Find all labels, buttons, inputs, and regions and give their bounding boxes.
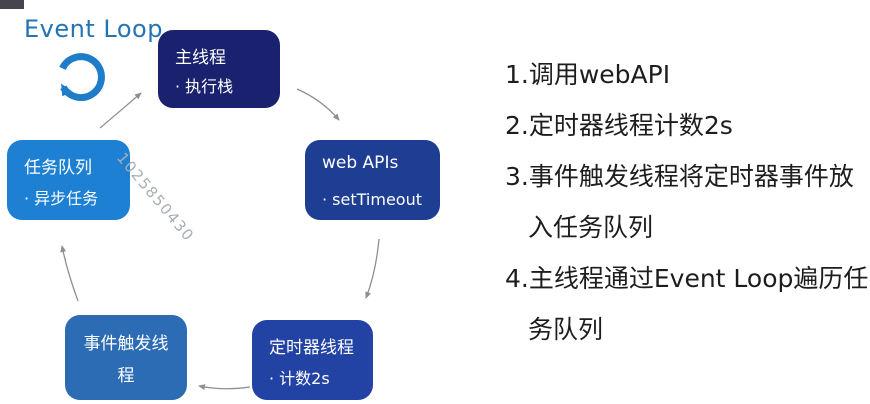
- step-number: 4.: [505, 264, 529, 293]
- node-bullet: · 执行栈: [175, 77, 234, 96]
- step-text: 调用webAPI: [528, 60, 671, 89]
- step-line: 3.事件触发线程将定时器事件放: [505, 151, 868, 202]
- node-timer-thread: 定时器线程 · 计数2s: [252, 320, 373, 400]
- step-text: 事件触发线程将定时器事件放: [528, 162, 854, 191]
- step-line: 1.调用webAPI: [505, 49, 868, 100]
- node-event-trigger-thread: 事件触发线程: [65, 315, 187, 400]
- step-line-continuation: 务队列: [505, 304, 868, 355]
- arrow-event-trigger-to-task-queue: [60, 245, 79, 302]
- step-line: 2.定时器线程计数2s: [505, 100, 868, 151]
- node-bullet: · 异步任务: [24, 189, 99, 208]
- step-text: 务队列: [528, 315, 604, 344]
- step-number: 2.: [505, 111, 529, 140]
- diagram-title: Event Loop: [24, 15, 163, 43]
- node-web-apis: web APIs · setTimeout: [305, 140, 440, 220]
- corner-fragment: [0, 0, 24, 9]
- node-title: web APIs: [322, 153, 399, 173]
- node-title: 主线程: [175, 48, 226, 68]
- node-title: 事件触发线程: [83, 334, 169, 386]
- step-text: 入任务队列: [528, 213, 654, 242]
- node-bullet: · 计数2s: [269, 369, 330, 388]
- node-task-queue: 任务队列 · 异步任务: [7, 140, 130, 220]
- step-line: 4.主线程通过Event Loop遍历任: [505, 253, 868, 304]
- step-text: 主线程通过Event Loop遍历任: [528, 264, 869, 293]
- arrow-main-thread-to-web-apis: [296, 88, 340, 121]
- step-text: 定时器线程计数2s: [528, 111, 733, 140]
- step-number: 1.: [505, 60, 529, 89]
- arrow-timer-thread-to-event-trigger: [198, 384, 251, 391]
- node-title: 任务队列: [24, 158, 92, 178]
- step-number: 3.: [505, 162, 529, 191]
- event-loop-icon: [59, 53, 105, 102]
- step-line-continuation: 入任务队列: [505, 202, 868, 253]
- node-bullet: · setTimeout: [322, 190, 422, 209]
- node-title: 定时器线程: [269, 338, 354, 358]
- arrow-web-apis-to-timer-thread: [365, 238, 380, 299]
- node-main-thread: 主线程 · 执行栈: [158, 30, 280, 108]
- steps-list: 1.调用webAPI 2.定时器线程计数2s 3.事件触发线程将定时器事件放 入…: [505, 49, 868, 355]
